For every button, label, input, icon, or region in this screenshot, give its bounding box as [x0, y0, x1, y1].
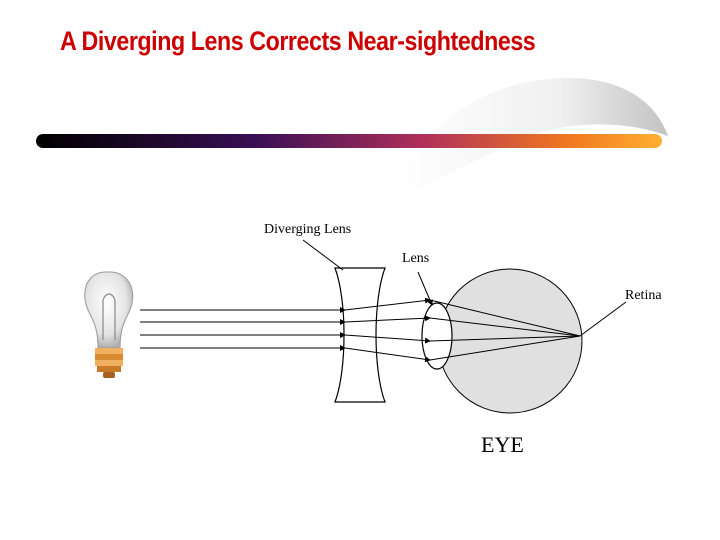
diverging-lens-leader [302, 239, 344, 271]
light-bulb-icon [84, 271, 134, 378]
lens-leader [417, 271, 433, 306]
eye-ball [437, 268, 583, 414]
lens-label: Lens [402, 251, 430, 266]
diverged-rays [344, 297, 431, 363]
decorative-swoosh [395, 77, 668, 200]
eye-label: EYE [481, 432, 524, 457]
retina-leader [579, 301, 627, 337]
decorative-title-bar [36, 134, 662, 148]
focused-rays [429, 299, 581, 361]
diverging-lens-label: Diverging Lens [264, 222, 352, 237]
incoming-rays [140, 307, 346, 351]
retina-label: Retina [625, 288, 662, 303]
slide-title: A Diverging Lens Corrects Near-sightedne… [60, 26, 536, 56]
